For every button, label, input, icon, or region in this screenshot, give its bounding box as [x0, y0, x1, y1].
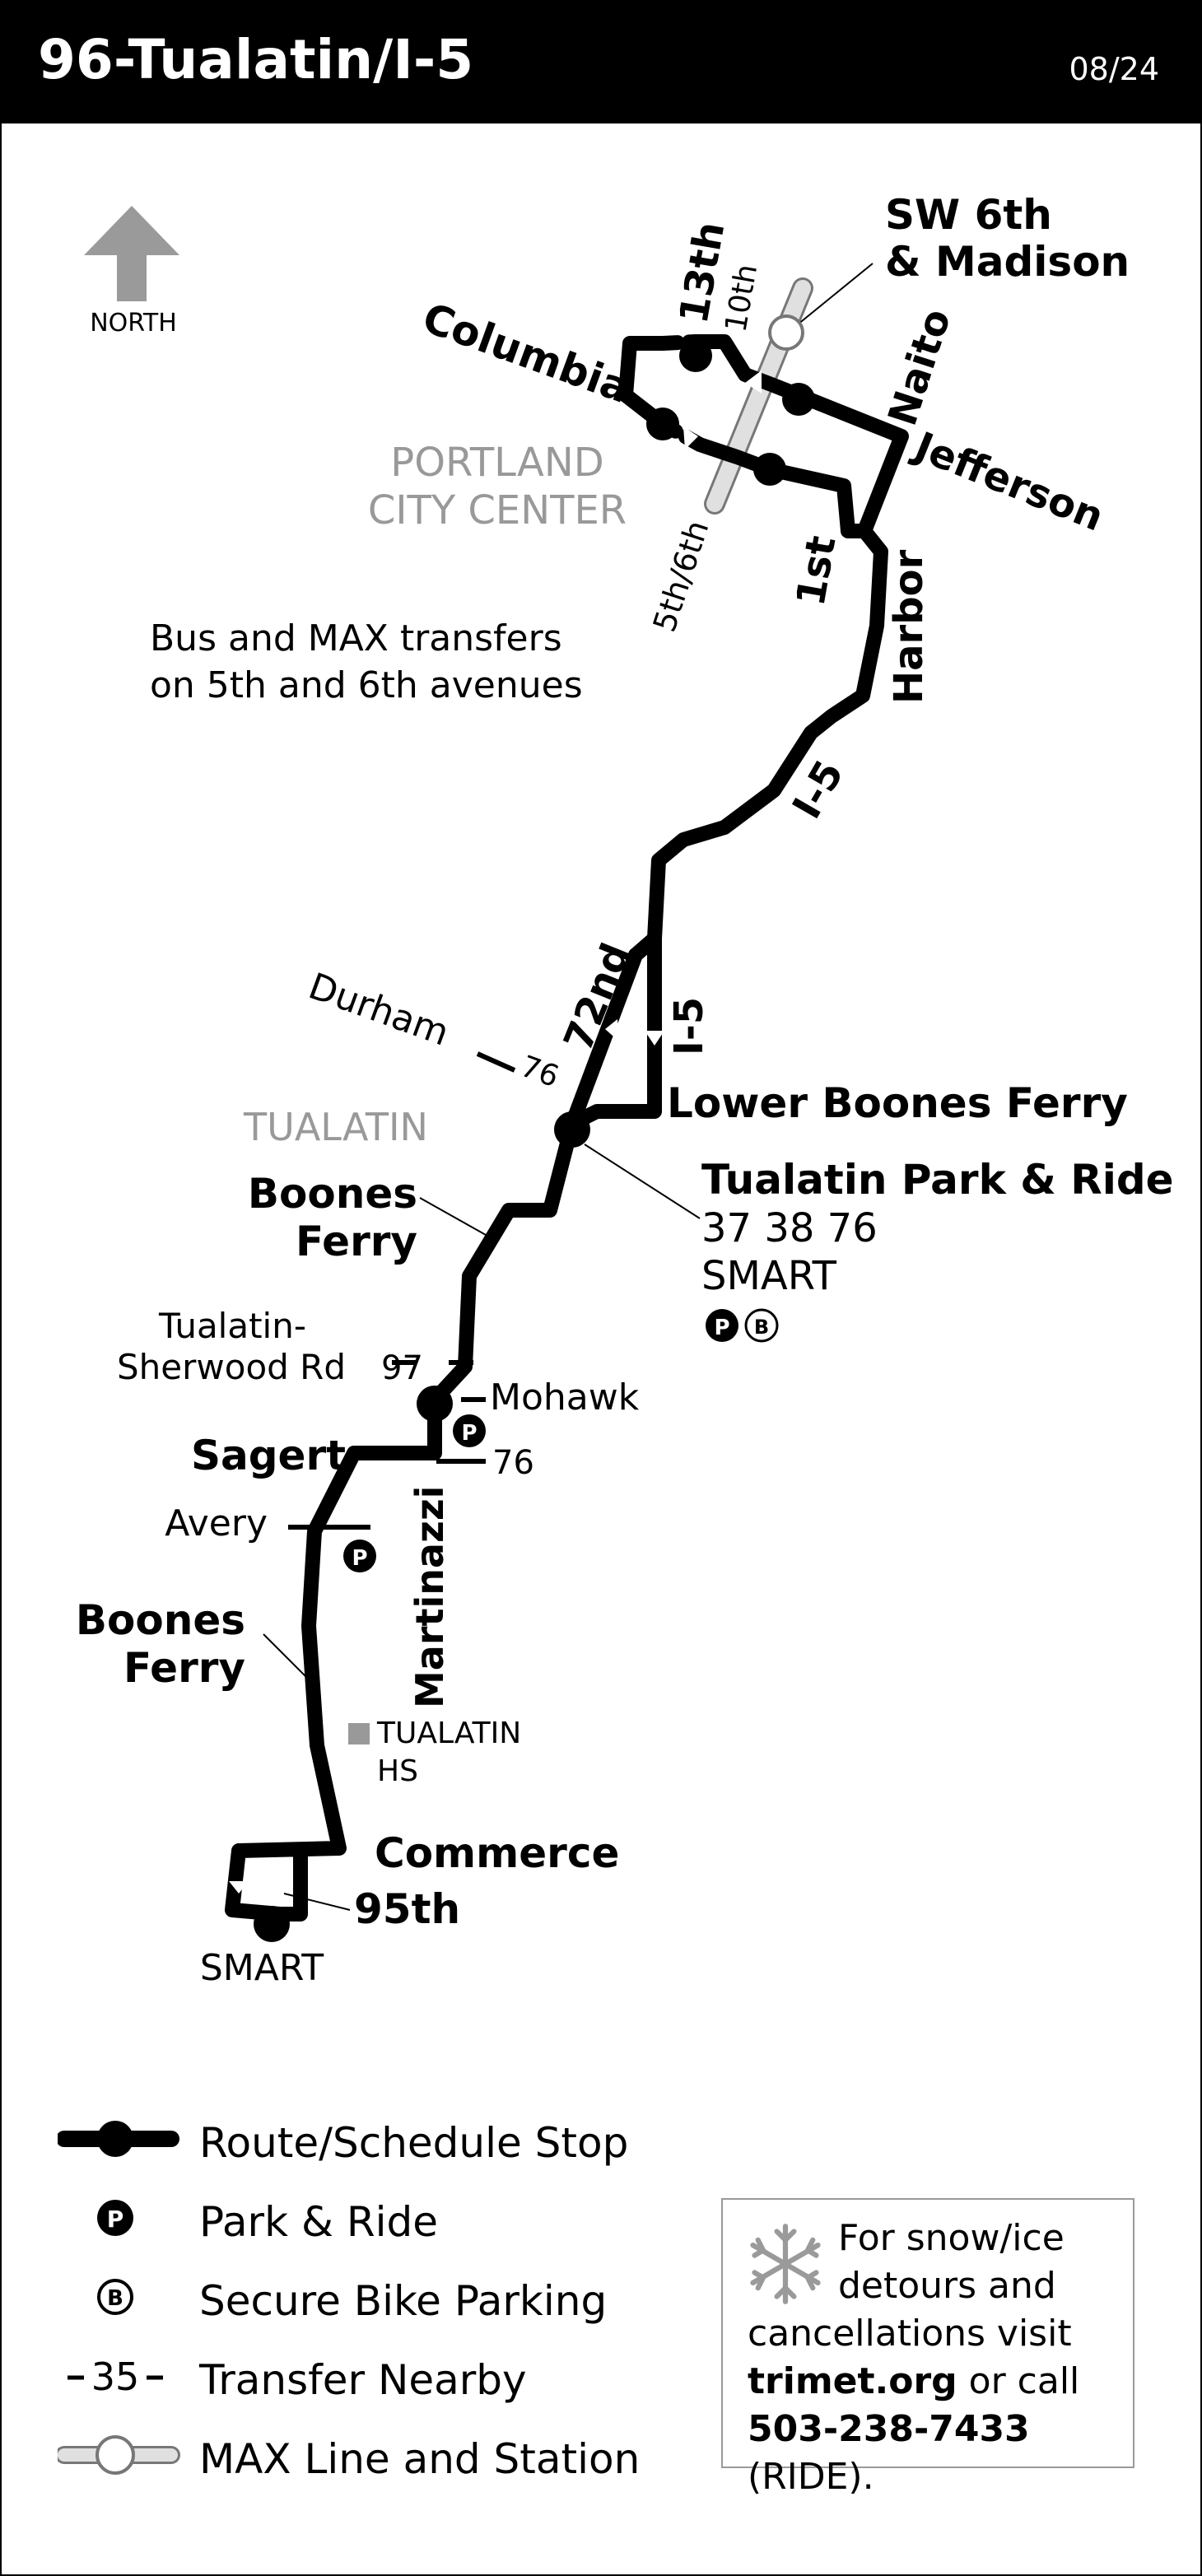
area-city-center: CITY CENTER: [368, 487, 627, 533]
svg-text:B: B: [754, 1316, 769, 1339]
street-5th-6th: 5th/6th: [646, 516, 716, 636]
park-ride-icon: P: [343, 1540, 376, 1572]
street-martinazzi: Martinazzi: [408, 1486, 452, 1708]
street-lower-boones-ferry: Lower Boones Ferry: [667, 1079, 1128, 1127]
header-bar: 96-Tualatin/I-5 08/24: [0, 0, 1202, 123]
max-line-icon: [58, 2435, 180, 2475]
transfer-note-line2: on 5th and 6th avenues: [150, 664, 583, 706]
notice-line3: cancellations visit: [748, 2313, 1072, 2355]
secure-bike-parking-icon: B: [744, 1308, 779, 1343]
street-avery: Avery: [165, 1502, 268, 1544]
stop-columbia: [646, 408, 679, 440]
leader-lines: [263, 1144, 701, 1911]
secure-bike-parking-icon: B: [97, 2279, 133, 2315]
snowflake-icon: [750, 2224, 821, 2304]
street-tualatin-sherwood-2: Sherwood Rd: [117, 1347, 346, 1387]
street-i5-lower: I-5: [666, 997, 712, 1055]
notice-ride: (RIDE).: [748, 2456, 874, 2498]
transfer-durham-76: 76: [516, 1050, 563, 1094]
street-jefferson: Jefferson: [906, 422, 1110, 540]
station-smart-terminus: SMART: [200, 1947, 324, 1989]
notice-line2: detours and: [838, 2265, 1056, 2307]
legend-label-bike-parking: Secure Bike Parking: [199, 2277, 608, 2325]
max-station-sw6th: [768, 314, 804, 351]
station-sw6th-line2: & Madison: [885, 238, 1130, 286]
transfer-note-line1: Bus and MAX transfers: [150, 617, 562, 659]
street-sagert: Sagert: [191, 1432, 346, 1479]
notice-or-call: or call: [957, 2360, 1080, 2402]
route-stops: [254, 339, 815, 1942]
street-1st: 1st: [788, 533, 846, 609]
phone-number[interactable]: 503-238-7433: [748, 2408, 1030, 2450]
stop-naito-6th: [782, 383, 815, 416]
stop-5th: [753, 453, 786, 486]
route-title: 96-Tualatin/I-5: [38, 28, 474, 91]
area-portland: PORTLAND: [390, 440, 603, 486]
tualatin-hs-marker: [348, 1723, 370, 1745]
svg-text:P: P: [461, 1421, 477, 1446]
street-durham: Durham: [303, 965, 454, 1054]
svg-text:P: P: [714, 1316, 729, 1340]
transfer-sagert-76: 76: [492, 1444, 534, 1482]
street-tualatin-sherwood-1: Tualatin-: [158, 1306, 306, 1346]
street-boones-ferry-lower-1: Boones: [76, 1596, 245, 1644]
area-tualatin: TUALATIN: [243, 1105, 428, 1149]
street-harbor: Harbor: [886, 549, 932, 704]
stop-smart: [254, 1906, 290, 1942]
north-label: NORTH: [90, 309, 177, 338]
transfer-ticks: [288, 1051, 516, 1530]
transfer-icon: 35: [68, 2355, 163, 2399]
street-boones-ferry-upper-2: Ferry: [296, 1218, 417, 1265]
svg-text:P: P: [352, 1546, 367, 1571]
street-commerce: Commerce: [375, 1829, 619, 1877]
direction-arrows: [229, 370, 762, 1894]
station-sw6th-line1: SW 6th: [885, 191, 1052, 239]
street-10th: 10th: [719, 262, 764, 335]
stop-13th: [679, 339, 712, 372]
street-boones-ferry-upper-1: Boones: [248, 1170, 417, 1218]
north-arrow-icon: [84, 206, 179, 301]
legend-label-transfer: Transfer Nearby: [199, 2356, 527, 2404]
street-boones-ferry-lower-2: Ferry: [123, 1644, 245, 1692]
station-tualatin-park-ride: Tualatin Park & Ride: [701, 1156, 1174, 1204]
legend-label-route-stop: Route/Schedule Stop: [199, 2119, 629, 2167]
park-ride-icon: P: [706, 1309, 738, 1342]
landmark-tualatin-hs-2: HS: [377, 1754, 418, 1788]
legend-label-max: MAX Line and Station: [199, 2435, 641, 2483]
transfer-tualatin-sherwood-97: 97: [381, 1349, 423, 1387]
station-tualatin-routes: 37 38 76: [701, 1205, 878, 1251]
map-date: 08/24: [1069, 51, 1159, 87]
trimet-link[interactable]: trimet.org: [748, 2360, 957, 2402]
svg-text:35: 35: [91, 2355, 140, 2399]
notice-text: For snow/ice detours and cancellations v…: [748, 2215, 1126, 2501]
street-mohawk: Mohawk: [490, 1377, 640, 1418]
station-tualatin-smart: SMART: [701, 1253, 837, 1299]
street-95th: 95th: [354, 1885, 460, 1933]
street-columbia: Columbia: [417, 294, 636, 412]
route-stop-icon: [58, 2121, 179, 2157]
street-naito: Naito: [879, 304, 960, 431]
stop-tualatin-park-ride: [554, 1111, 590, 1148]
svg-text:P: P: [107, 2206, 124, 2233]
leader-sw6th: [788, 263, 874, 333]
legend-label-park-ride: Park & Ride: [199, 2198, 438, 2246]
park-ride-icon: P: [97, 2200, 133, 2236]
snow-ice-notice: For snow/ice detours and cancellations v…: [721, 2198, 1134, 2498]
svg-text:B: B: [107, 2286, 123, 2311]
notice-line1: For snow/ice: [838, 2217, 1065, 2259]
stop-tualatin-sherwood: [417, 1386, 453, 1422]
landmark-tualatin-hs-1: TUALATIN: [376, 1717, 521, 1750]
park-ride-icon: P: [453, 1414, 486, 1447]
